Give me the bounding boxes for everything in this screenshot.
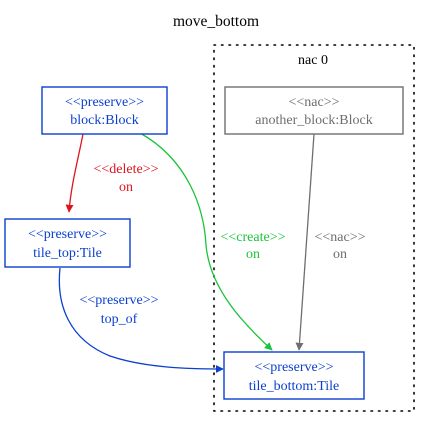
node-block: <<preserve>> block:Block [41, 86, 168, 135]
node-tile-bottom: <<preserve>> tile_bottom:Tile [223, 351, 365, 400]
edge-create-on: <<create>> on [139, 132, 286, 351]
node-another-block: <<nac>> another_block:Block [224, 86, 404, 135]
node-block-box [41, 86, 168, 135]
diagram-title: move_bottom [173, 13, 259, 30]
node-tile-top: <<preserve>> tile_top:Tile [4, 218, 131, 268]
edge-preserve-top-of-label: top_of [101, 312, 138, 327]
node-another-block-box [224, 86, 404, 135]
node-tile-top-name: tile_top:Tile [33, 246, 102, 261]
node-block-name: block:Block [70, 113, 138, 128]
node-block-stereotype: <<preserve>> [65, 95, 144, 110]
node-another-block-name: another_block:Block [255, 113, 372, 128]
edge-nac-on: <<nac>> on [295, 133, 366, 351]
edge-preserve-top-of-stereotype: <<preserve>> [80, 293, 159, 308]
node-tile-top-box [4, 218, 131, 268]
nac-cluster-label: nac 0 [298, 53, 328, 68]
edge-delete-on-label: on [119, 180, 133, 195]
edge-nac-on-line [295, 133, 315, 351]
edge-delete-on-line [65, 133, 84, 213]
edge-create-on-line [139, 132, 273, 351]
edge-create-on-label: on [246, 247, 260, 262]
edge-delete-on-stereotype: <<delete>> [93, 162, 158, 177]
node-tile-bottom-box [223, 351, 365, 400]
nac-cluster-border [213, 44, 415, 412]
edge-create-on-stereotype: <<create>> [221, 230, 286, 245]
node-tile-bottom-stereotype: <<preserve>> [255, 360, 334, 375]
node-tile-bottom-name: tile_bottom:Tile [249, 379, 340, 394]
edge-nac-on-label: on [333, 247, 347, 262]
nac-cluster: nac 0 [213, 44, 415, 412]
node-another-block-stereotype: <<nac>> [288, 95, 339, 110]
edge-preserve-top-of-line [58, 267, 224, 373]
edge-preserve-top-of: <<preserve>> top_of [58, 267, 224, 373]
edge-nac-on-stereotype: <<nac>> [314, 230, 365, 245]
edge-delete-on: <<delete>> on [65, 133, 159, 213]
node-tile-top-stereotype: <<preserve>> [28, 227, 107, 242]
